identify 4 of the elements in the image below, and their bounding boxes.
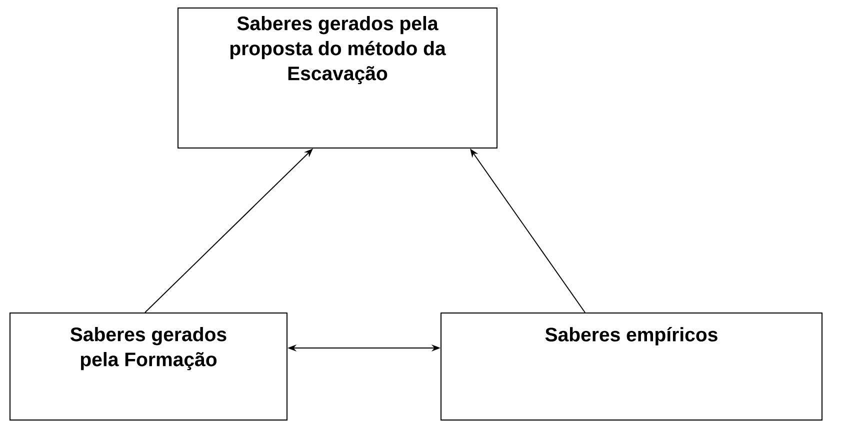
arrow bbox=[144, 148, 313, 313]
text-box: Saberes gerados pela proposta do método da Escavação bbox=[178, 8, 498, 148]
text-box: Saberes empíricos bbox=[440, 312, 822, 420]
text-box: Saberes gerados pela Formação bbox=[10, 312, 288, 420]
